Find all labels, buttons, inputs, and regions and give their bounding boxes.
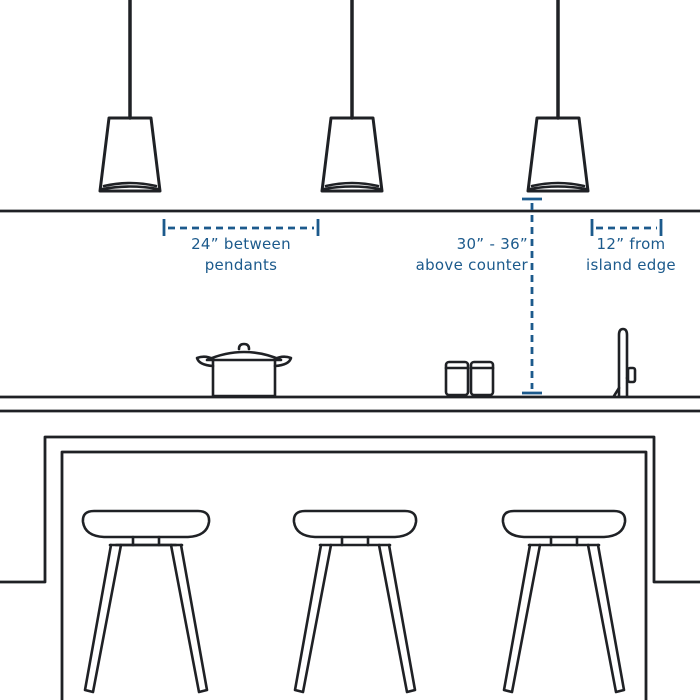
pendant-spacing-label: 24” between pendants bbox=[168, 234, 314, 276]
edge-offset-dimension bbox=[590, 219, 663, 236]
kitchen-island bbox=[0, 435, 700, 700]
edge-offset-label: 12” from island edge bbox=[574, 234, 688, 276]
cooking-pot bbox=[195, 342, 293, 398]
counter-height-line-1: 30” - 36” bbox=[456, 235, 528, 253]
canister-left bbox=[444, 360, 470, 397]
counter-height-label: 30” - 36” above counter bbox=[392, 234, 528, 276]
pendant-spacing-line-1: 24” between bbox=[191, 235, 291, 253]
edge-offset-line-1: 12” from bbox=[596, 235, 666, 253]
pendant-light-right bbox=[526, 0, 590, 193]
pendant-light-middle bbox=[320, 0, 384, 193]
faucet bbox=[612, 327, 637, 398]
canister-right bbox=[469, 360, 495, 397]
edge-offset-line-2: island edge bbox=[586, 256, 676, 274]
bar-stool-middle bbox=[292, 509, 418, 694]
pendant-spacing-dimension bbox=[162, 219, 320, 236]
countertop bbox=[0, 395, 700, 413]
pendant-light-left bbox=[98, 0, 162, 193]
counter-height-dimension bbox=[522, 197, 542, 395]
bar-stool-left bbox=[81, 509, 211, 694]
counter-height-line-2: above counter bbox=[415, 256, 528, 274]
pendant-spacing-line-2: pendants bbox=[204, 256, 278, 274]
bar-stool-right bbox=[501, 509, 627, 694]
